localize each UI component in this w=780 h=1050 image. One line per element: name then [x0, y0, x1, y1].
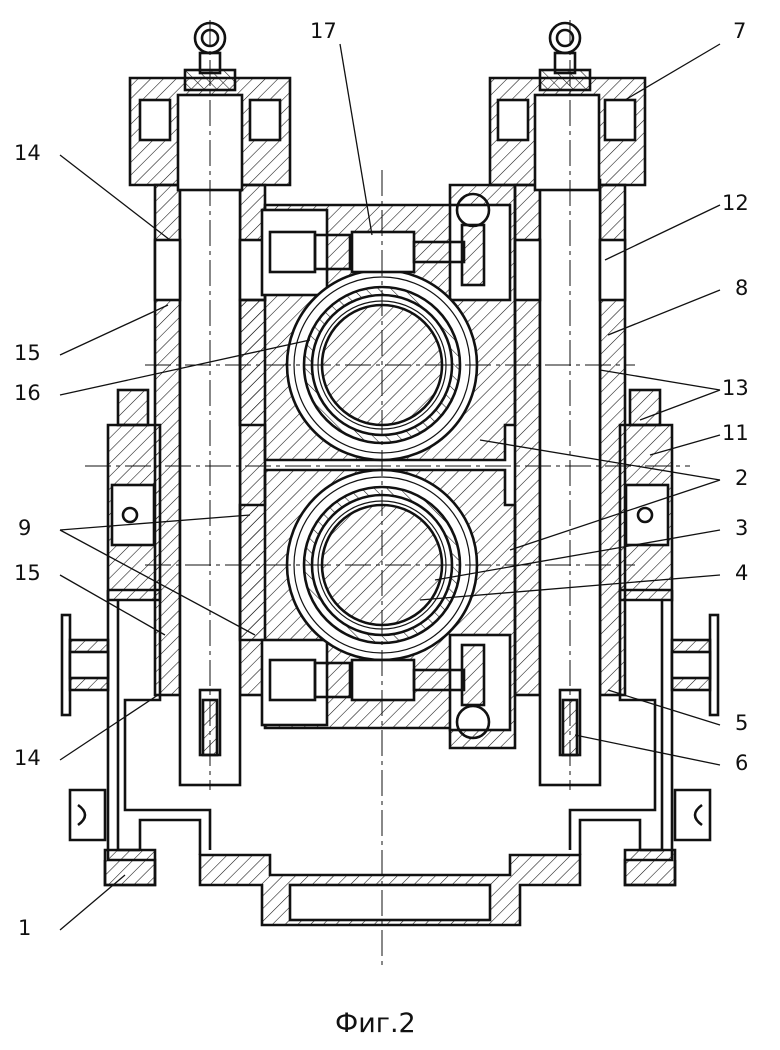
lower-adjust-screw [268, 643, 491, 740]
label-13: 13 [722, 376, 749, 400]
label-16: 16 [14, 381, 41, 405]
label-8: 8 [735, 276, 748, 300]
label-17: 17 [310, 19, 337, 43]
side-support-left [106, 388, 162, 602]
label-1: 1 [18, 916, 31, 940]
reference-labels: 17 7 14 12 8 15 16 13 11 2 9 3 4 15 14 5… [14, 19, 749, 940]
label-5: 5 [735, 711, 748, 735]
label-15-bottom: 15 [14, 561, 41, 585]
label-2: 2 [735, 466, 748, 490]
label-15-top: 15 [14, 341, 41, 365]
label-14-top: 14 [14, 141, 41, 165]
side-flange-right [670, 613, 720, 717]
upper-adjust-screw [268, 192, 491, 287]
side-support-right [618, 388, 674, 602]
label-9: 9 [18, 516, 31, 540]
frame-housing [68, 588, 712, 927]
leader-lines [59, 43, 721, 931]
label-7: 7 [733, 19, 746, 43]
figure-caption: Фиг.2 [335, 1008, 416, 1039]
label-14-bottom: 14 [14, 746, 41, 770]
label-12: 12 [722, 191, 749, 215]
label-6: 6 [735, 751, 748, 775]
center-lines [85, 20, 690, 965]
side-flange-left [60, 613, 110, 717]
column-cap-right [488, 21, 647, 192]
label-4: 4 [735, 561, 748, 585]
label-3: 3 [735, 516, 748, 540]
label-11: 11 [722, 421, 749, 445]
